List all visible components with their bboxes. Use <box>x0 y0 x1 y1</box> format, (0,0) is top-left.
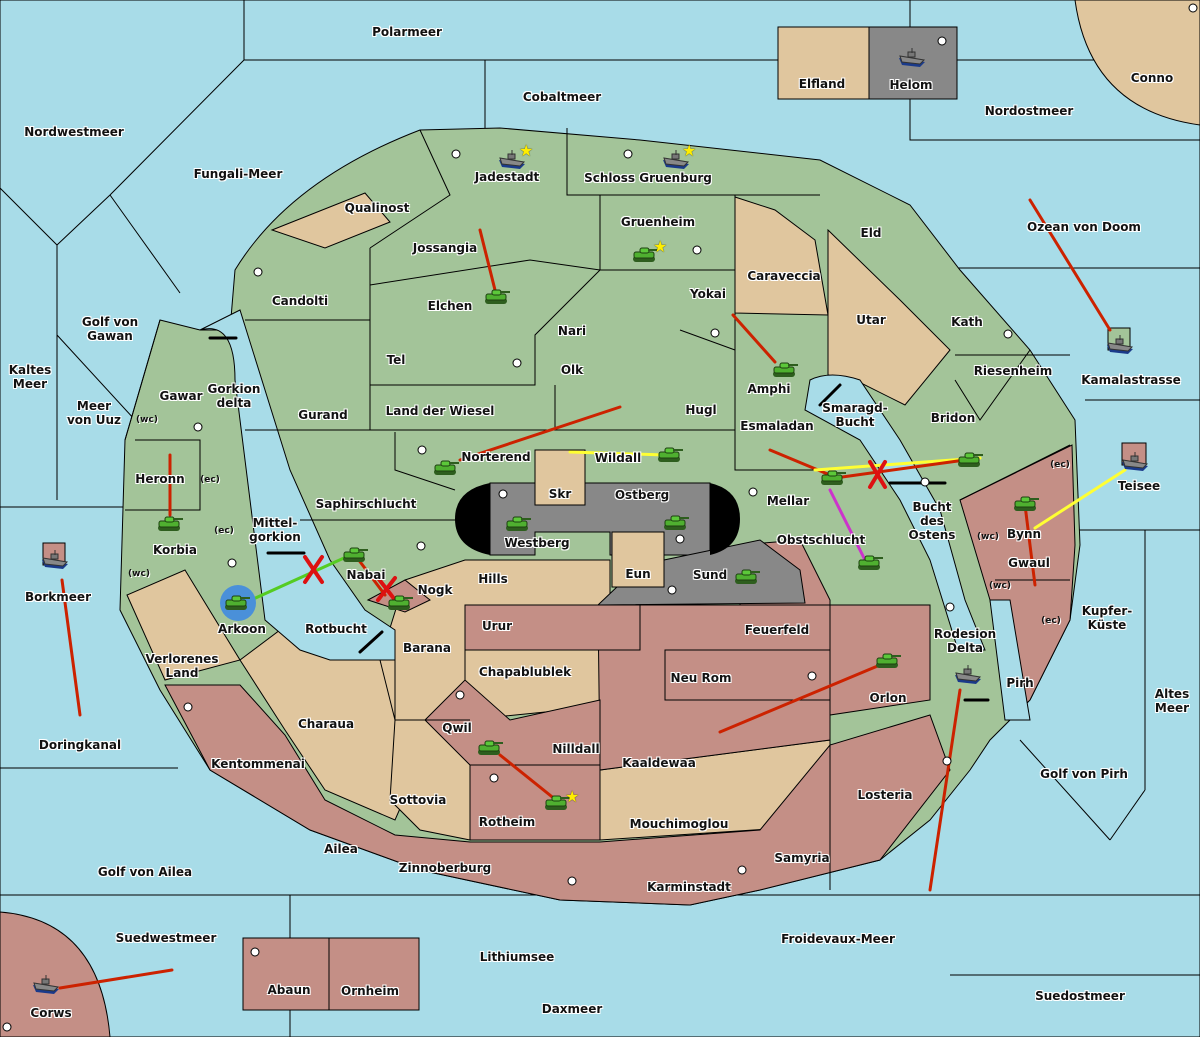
order-move-arrow <box>833 458 967 480</box>
order-support-line <box>1033 468 1127 530</box>
order-move-arrow <box>718 663 882 734</box>
order-move-arrow <box>498 753 558 802</box>
province-elfland[interactable] <box>777 26 870 100</box>
order-move-arrow <box>928 688 962 892</box>
coast-tag: (ec) <box>214 526 234 536</box>
order-move-arrow <box>1028 198 1112 332</box>
black-marker-east <box>710 483 740 555</box>
sea-gorkion[interactable] <box>199 309 396 661</box>
coast-tag: (wc) <box>128 569 150 579</box>
order-move-arrow <box>458 405 622 462</box>
star-icon: ★ <box>519 141 534 160</box>
province-rotheim[interactable] <box>469 764 601 841</box>
province-borders <box>124 128 1071 890</box>
failed-order-cross <box>303 555 324 584</box>
coast-tag: (wc) <box>989 581 1011 591</box>
coast-tag: (ec) <box>1041 616 1061 626</box>
order-move-arrow <box>1023 503 1037 587</box>
order-convoy-arrow <box>828 488 867 562</box>
coast-tag: (ec) <box>200 475 220 485</box>
province-corws[interactable] <box>0 911 111 1037</box>
order-support-line <box>238 551 357 607</box>
star-icon: ★ <box>653 237 668 256</box>
retreat-arrows <box>208 336 990 702</box>
failed-order-cross <box>868 460 887 489</box>
province-eun[interactable] <box>611 531 665 588</box>
province-skr[interactable] <box>534 449 586 506</box>
order-support-line <box>813 456 982 472</box>
province-qualinost[interactable] <box>270 192 391 249</box>
province-ornheim[interactable] <box>328 937 420 1011</box>
supply-centers <box>2 3 1198 1032</box>
star-icon: ★ <box>682 141 697 160</box>
coast-tag: (wc) <box>136 415 158 425</box>
order-move-arrow <box>478 228 497 292</box>
order-support-line <box>568 450 667 457</box>
sea-smaragd-ostens[interactable] <box>804 374 986 651</box>
star-icon: ★ <box>565 787 580 806</box>
province-neu-rom[interactable] <box>664 649 831 701</box>
province-conno[interactable] <box>1074 0 1200 126</box>
order-move-arrow <box>731 313 777 364</box>
orders <box>58 198 1127 990</box>
order-move-arrow <box>58 968 174 990</box>
coast-tag: (wc) <box>977 532 999 542</box>
sea-rodesion-gap[interactable] <box>989 599 1031 721</box>
province-southern-ring[interactable] <box>164 684 951 906</box>
province-urur[interactable] <box>464 604 641 651</box>
failed-order-cross <box>376 576 397 602</box>
coast-tag: (ec) <box>1050 460 1070 470</box>
black-marker-west <box>455 483 490 555</box>
order-move-arrow <box>60 578 82 717</box>
